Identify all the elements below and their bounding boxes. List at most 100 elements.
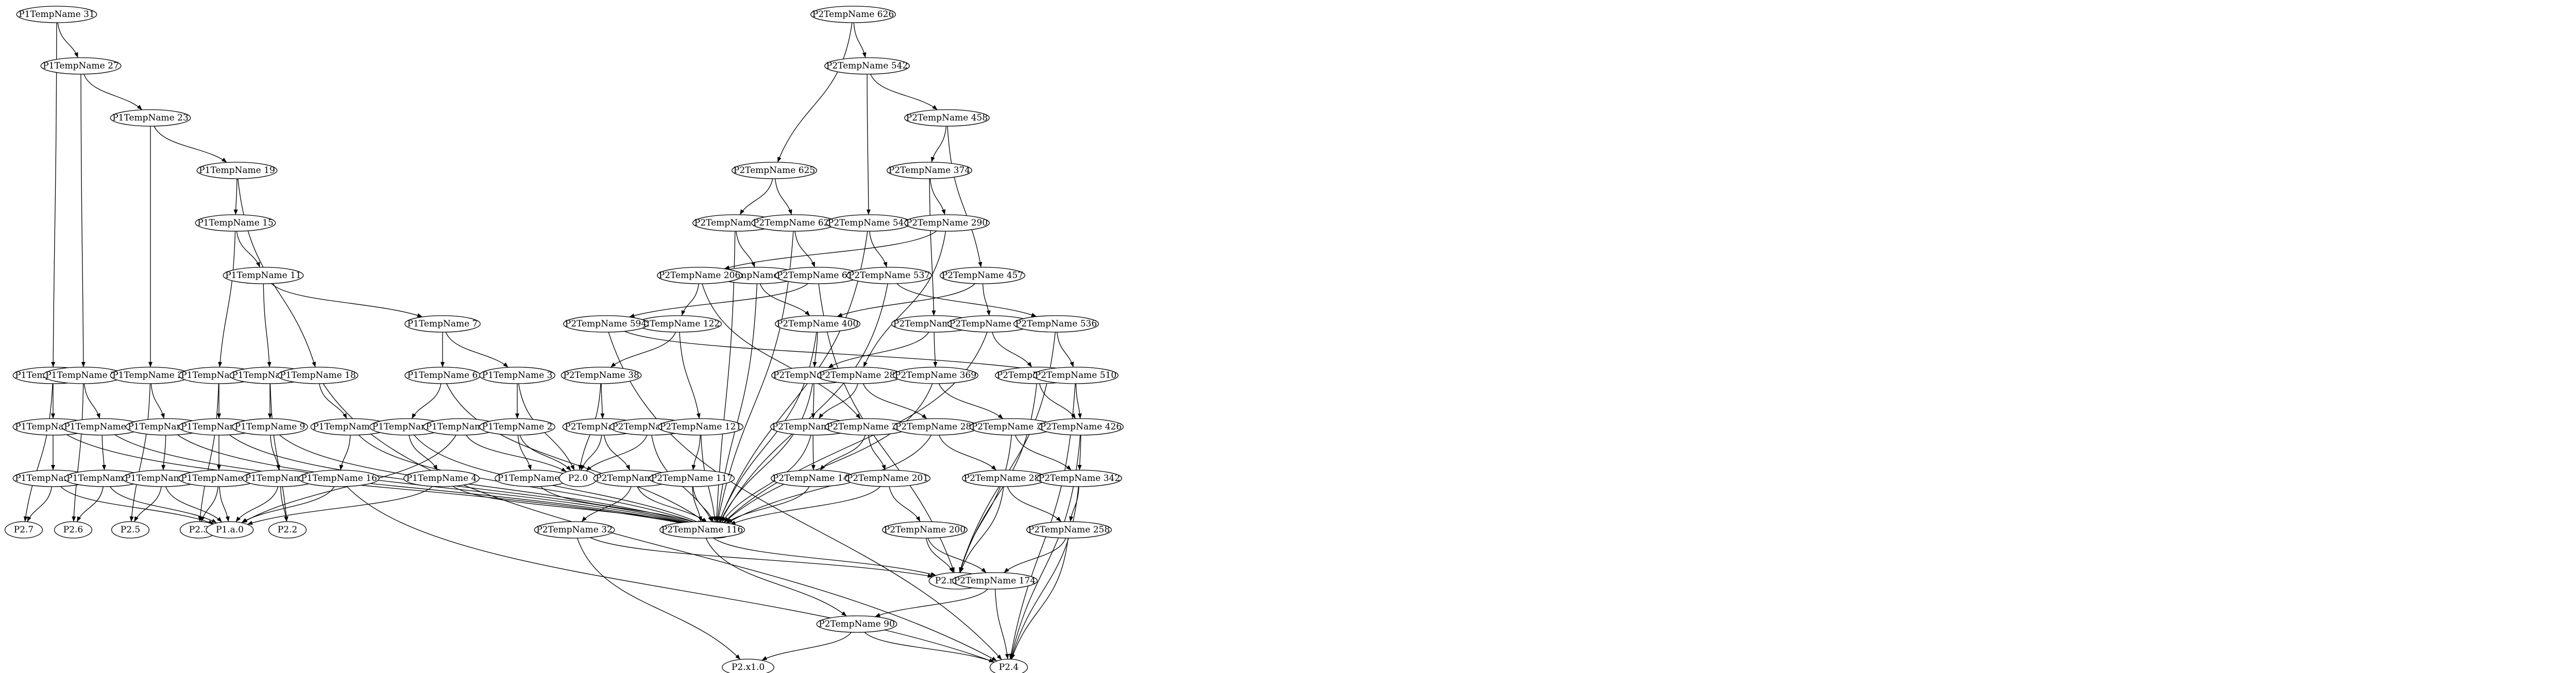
edge-p2tempname-484-to-p2-1 <box>716 283 757 522</box>
edge-p1tempname-31-to-p1tempname-30 <box>51 22 57 368</box>
node-label: P2.3 <box>189 525 209 535</box>
edge-p2tempname-458-to-p2tempname-374 <box>930 126 947 163</box>
node-p2-x1-0: P2.x1.0 <box>722 659 774 673</box>
node-label: P2TempName 510 <box>1035 370 1116 381</box>
node-p1tempname-19: P1TempName 19 <box>196 162 278 179</box>
edge-p2tempname-368-to-p2tempname-342 <box>1015 435 1072 471</box>
node-p1tempname-9: P1TempName 9 <box>232 418 308 436</box>
edge-p2tempname-368-to-p2-mem-0 <box>959 435 1012 573</box>
edge-p2tempname-541-to-p2-1 <box>719 231 868 522</box>
node-ellipse <box>110 109 191 127</box>
edge-p1tempname-17-to-p1tempname-16 <box>339 435 351 471</box>
edge-p1tempname-22-to-p1tempname-21 <box>150 383 165 419</box>
node-p2tempname-201: P2TempName 201 <box>844 470 931 487</box>
node-label: P1TempName 18 <box>280 370 356 381</box>
edge-p2tempname-626-to-p2tempname-542 <box>853 22 867 58</box>
node-p2tempname-342: P2TempName 342 <box>1036 470 1123 487</box>
edge-p2tempname-174-to-p2-4 <box>995 589 1009 660</box>
node-ellipse <box>534 521 615 539</box>
node-label: P2TempName 38 <box>563 370 639 381</box>
node-label: P1TempName 0 <box>426 422 497 432</box>
node-label: P2.x1.0 <box>732 662 765 672</box>
edge-p1tempname-23-to-p1tempname-19 <box>154 126 227 163</box>
node-p1tempname-31: P1TempName 31 <box>16 6 97 23</box>
node-label: P1TempName 17 <box>313 422 389 432</box>
node-ellipse <box>1013 315 1099 333</box>
node-label: P1TempName 23 <box>112 113 189 123</box>
edge-p2tempname-594-to-p2-4 <box>608 332 1002 660</box>
node-p2tempname-536: P2TempName 536 <box>1013 315 1099 333</box>
edge-p2tempname-620-to-p2tempname-594 <box>629 283 808 318</box>
node-ellipse <box>111 521 150 539</box>
node-p1tempname-26: P1TempName 26 <box>43 367 124 384</box>
node-p1tempname-7: P1TempName 7 <box>404 315 481 333</box>
edge-p2tempname-400-to-p2tempname-316 <box>812 332 818 368</box>
node-p1-a-0: P1.a.0 <box>206 521 254 539</box>
node-label: P1.a.0 <box>216 525 244 535</box>
edge-p2tempname-484-to-p2tempname-400 <box>759 283 810 316</box>
edge-p1tempname-11-to-p1tempname-7 <box>271 283 423 318</box>
edge-p2tempname-116-to-p2tempname-90 <box>705 538 847 617</box>
edge-p1tempname-31-to-p1tempname-27 <box>57 22 78 58</box>
node-label: P2TempName 368 <box>972 422 1053 432</box>
edge-p2tempname-201-to-p2-1 <box>730 486 881 525</box>
node-p1tempname-3: P1TempName 3 <box>479 367 555 384</box>
edge-p1tempname-14-to-p2-3 <box>198 383 219 522</box>
edge-p2tempname-174-to-p2tempname-90 <box>875 589 988 617</box>
node-p2tempname-289: P2TempName 289 <box>817 367 903 384</box>
node-label: P1TempName 31 <box>19 9 95 20</box>
node-label: P2TempName 117 <box>651 473 733 484</box>
node-label: P2TempName 537 <box>849 270 930 281</box>
node-label: P2.0 <box>568 473 588 484</box>
edge-p2tempname-289-to-p2tempname-285 <box>862 383 927 419</box>
edge-p1tempname-19-to-p1tempname-15 <box>233 178 238 215</box>
node-label: P1TempName 15 <box>197 218 274 228</box>
edge-p2tempname-258-to-p2-4 <box>1011 538 1069 660</box>
edge-p2tempname-626-to-p2tempname-625 <box>777 22 853 163</box>
node-label: P1TempName 7 <box>408 319 478 329</box>
edge-p1tempname-6-to-p1tempname-5 <box>411 383 442 419</box>
edge-p1tempname-8-to-p2-2 <box>280 486 289 522</box>
edge-p1tempname-11-to-p1tempname-10 <box>263 283 272 368</box>
node-p2tempname-200: P2TempName 200 <box>882 521 968 539</box>
node-label: P2TempName 285 <box>895 422 977 432</box>
node-p1tempname-12: P1TempName 12 <box>178 470 260 487</box>
node-label: P2TempName 400 <box>777 319 858 329</box>
node-label: P1TempName 24 <box>66 473 143 484</box>
node-label: P2TempName 290 <box>906 218 988 228</box>
node-p2tempname-258: P2TempName 258 <box>1026 521 1112 539</box>
edge-p2tempname-458-to-p2tempname-457 <box>947 126 982 268</box>
edge-p1tempname-26-to-p1tempname-25 <box>83 383 100 419</box>
node-ellipse <box>4 521 43 539</box>
node-label: P2TempName 200 <box>884 525 965 535</box>
edge-p2tempname-201-to-p2tempname-200 <box>889 486 921 522</box>
edge-p2tempname-206-to-p2tempname-205 <box>702 283 861 419</box>
node-label: P2TempName 458 <box>906 113 988 123</box>
node-ellipse <box>774 315 861 333</box>
node-ellipse <box>989 659 1028 673</box>
edge-p1tempname-21-to-p2-1 <box>177 434 700 527</box>
node-p2tempname-206: P2TempName 206 <box>656 267 743 284</box>
edge-p2tempname-285-to-p2tempname-284 <box>939 435 997 471</box>
edge-p2tempname-369-to-p2-1 <box>724 383 933 523</box>
edge-p1tempname-21-to-p1tempname-20 <box>161 435 166 471</box>
node-label: P1TempName 4 <box>406 473 477 484</box>
edge-p1tempname-8-to-p1-a-0 <box>235 486 279 522</box>
node-p2tempname-205: P2TempName 205 <box>824 418 911 436</box>
edge-p2tempname-37-to-p2-0 <box>581 435 602 471</box>
edge-p2tempname-625-to-p2tempname-621 <box>774 178 792 215</box>
node-label: P2.5 <box>121 525 140 535</box>
node-ellipse <box>731 162 818 179</box>
edge-p2tempname-90-to-p2-4 <box>864 632 995 663</box>
node-label: P1TempName 16 <box>301 473 377 484</box>
node-label: P2TempName 625 <box>734 165 815 176</box>
edge-p1tempname-26-to-p2-6 <box>72 383 84 522</box>
node-label: P2TempName 284 <box>964 473 1045 484</box>
node-p2-6: P2.6 <box>54 521 93 539</box>
node-p1tempname-2: P1TempName 2 <box>479 418 555 436</box>
edge-p2tempname-568-to-p2tempname-484 <box>736 231 755 268</box>
node-ellipse <box>403 470 480 487</box>
node-ellipse <box>232 418 308 436</box>
edge-p2tempname-342-to-p2-4 <box>1010 486 1079 660</box>
